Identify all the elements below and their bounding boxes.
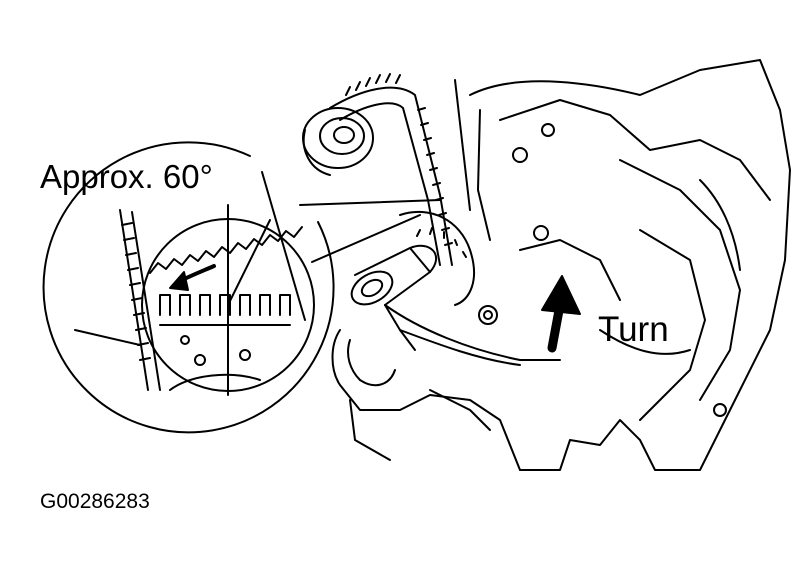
curved-arrow-left-icon bbox=[169, 264, 216, 291]
detail-circle bbox=[42, 141, 335, 434]
figure-code: G00286283 bbox=[40, 490, 150, 513]
tensioner-bracket bbox=[331, 304, 561, 471]
idler-pulley bbox=[302, 107, 374, 176]
up-arrow-icon bbox=[541, 275, 581, 353]
engine-block bbox=[454, 59, 791, 471]
timing-belt bbox=[329, 73, 475, 306]
turn-label: Turn bbox=[598, 310, 669, 349]
angle-label: Approx. 60° bbox=[40, 158, 213, 195]
tensioner-pulley bbox=[350, 244, 498, 351]
